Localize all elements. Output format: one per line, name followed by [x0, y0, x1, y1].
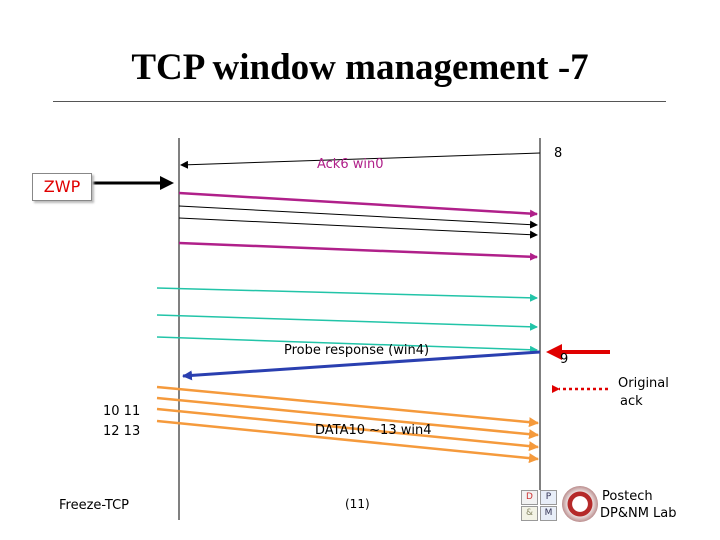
probe-response-arrow	[182, 350, 541, 381]
original-ack-label-line2: ack	[620, 394, 643, 409]
segment-arrow	[156, 314, 538, 331]
segment-arrow	[178, 191, 538, 218]
freeze-tcp-label: Freeze-TCP	[59, 498, 130, 513]
data-arrow	[156, 396, 539, 440]
data-arrow	[156, 407, 539, 452]
data-arrow	[156, 419, 539, 464]
segment-arrow	[156, 336, 538, 354]
data-label: DATA10 ~13 win4	[315, 423, 432, 438]
original-ack-label-line1: Original	[618, 376, 669, 391]
university-logo-icon: D P & M	[519, 488, 559, 522]
zwp-label: ZWP	[32, 173, 92, 201]
segment-arrow	[178, 217, 538, 239]
data-arrow	[156, 385, 539, 428]
lab-name-line2: DP&NM Lab	[600, 506, 677, 521]
sequence-number-top: 8	[554, 146, 563, 161]
probe-response-label: Probe response (win4)	[284, 343, 430, 358]
sequence-number-mid: 9	[560, 352, 569, 367]
sequence-left-line2: 12 13	[103, 424, 141, 439]
page-number: (11)	[345, 497, 370, 511]
segment-arrow	[178, 241, 538, 261]
ack-arrow	[180, 152, 541, 169]
university-seal-icon	[562, 486, 598, 522]
ack-label: Ack6 win0	[317, 157, 384, 172]
slide-title: TCP window management -7	[131, 47, 589, 88]
segment-arrow	[178, 205, 538, 229]
lab-name-line1: Postech	[602, 489, 653, 504]
segment-arrow	[156, 287, 538, 302]
title-divider	[53, 101, 666, 102]
sequence-left-line1: 10 11	[103, 404, 141, 419]
